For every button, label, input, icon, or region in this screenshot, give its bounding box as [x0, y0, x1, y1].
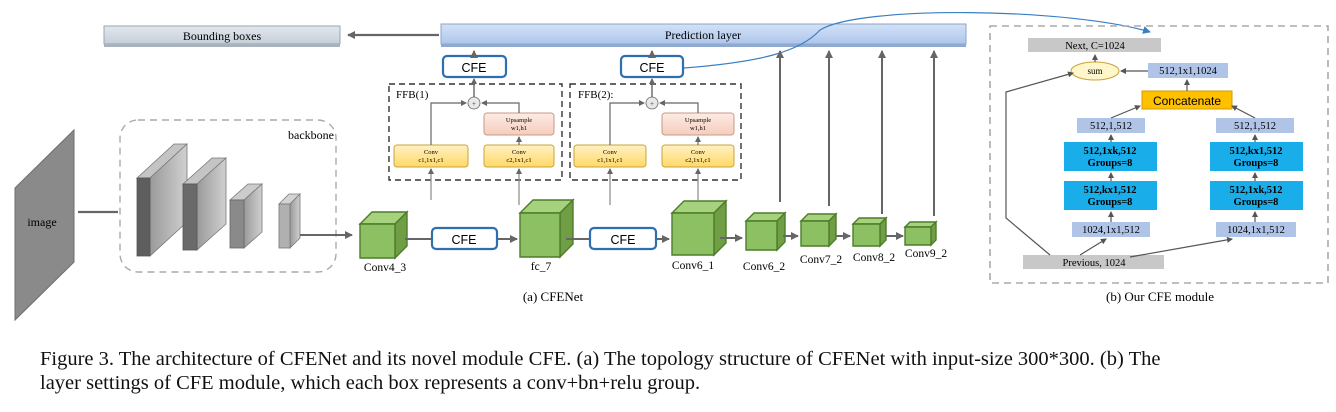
right-g1-l1: 512,kx1,512 [1229, 146, 1282, 157]
label-conv4-3: Conv4_3 [364, 262, 406, 274]
label-conv9-2: Conv9_2 [905, 248, 947, 260]
backbone-slab-2 [181, 157, 228, 251]
ffb-1-up-l1: Upsample [506, 117, 532, 124]
left-g2-l1: 512,kx1,512 [1083, 185, 1136, 196]
left-group-2 [1064, 181, 1157, 210]
label-fc-7: fc_7 [531, 261, 552, 273]
ffb-2-conv1-l2: c1,1x1,c1 [597, 157, 622, 164]
ffb-1-plus-icon: + [472, 100, 476, 108]
feature-map-cubes [358, 198, 938, 260]
cfe-label: CFE [640, 61, 665, 75]
cfenet-figure: Prediction layer Bounding boxes image ba… [14, 11, 1329, 322]
ffb-1-up-l2: w1,h1 [511, 125, 527, 132]
left-1x1-label: 512,1,512 [1090, 121, 1132, 132]
left-1x1-box [1077, 118, 1145, 133]
ffb-2-path-right [659, 100, 699, 113]
image-label: image [27, 215, 56, 229]
caption-line-1: Figure 3. The architecture of CFENet and… [40, 348, 1161, 370]
subcaption-a: (a) CFENet [523, 289, 584, 304]
ffb-2-title: FFB(2): [578, 89, 613, 101]
sum-label: sum [1087, 66, 1102, 76]
left-g1-l2: Groups=8 [1088, 158, 1133, 169]
ffb-1-conv1-l1: Conv [424, 149, 439, 156]
ffb-1: FFB(1) CFE + Conv c1,1x1,c1 Conv c2,1x1,… [388, 50, 563, 205]
next-box [1028, 38, 1161, 52]
right-1x1-box [1216, 118, 1294, 133]
ffb-2-sum-node [645, 96, 659, 110]
previous-label: Previous, 1024 [1063, 258, 1127, 269]
prediction-layer-label: Prediction layer [665, 28, 741, 42]
prediction-layer: Prediction layer [440, 23, 967, 47]
cube-conv8-2 [851, 216, 888, 248]
ffb-2-up-l1: Upsample [685, 117, 711, 124]
right-g1-l2: Groups=8 [1234, 158, 1279, 169]
ffb-2-conv2-l2: c2,1x1,c1 [685, 157, 710, 164]
cfe-label: CFE [452, 233, 477, 247]
right-input-box [1216, 222, 1296, 237]
left-g2-l2: Groups=8 [1088, 197, 1133, 208]
backbone-slab-1 [135, 143, 189, 257]
right-group-1 [1210, 142, 1303, 171]
right-group-2 [1210, 181, 1303, 210]
prev-to-left-arrow [1079, 238, 1107, 256]
ffb-1-sum-node [467, 96, 481, 110]
concatenate-label: Concatenate [1153, 94, 1221, 108]
ffb-1-conv2-l1: Conv [512, 149, 527, 156]
left-input-label: 1024,1x1,512 [1082, 225, 1140, 236]
label-conv6-2: Conv6_2 [743, 261, 785, 273]
ffb-2-up-l2: w1,h1 [690, 125, 706, 132]
cfe-box-bottom-1: CFE [430, 226, 499, 251]
shortcut-arrow [1005, 71, 1074, 256]
ffb-2: FFB(2): CFE + Conv c1,1x1,c1 Conv c2,1x1… [569, 50, 742, 205]
left-g1-l1: 512,1xk,512 [1083, 146, 1136, 157]
cfe-label: CFE [611, 233, 636, 247]
right-g2-l1: 512,1xk,512 [1229, 185, 1282, 196]
cfe-box-bottom-2: CFE [588, 226, 658, 251]
cube-conv6-2 [744, 211, 787, 252]
input-image: image [14, 128, 75, 322]
bounding-boxes-box: Bounding boxes [103, 25, 341, 47]
cube-conv7-2 [799, 212, 838, 248]
cube-fc-7 [518, 198, 575, 259]
right-to-concat-arrow [1231, 105, 1256, 119]
bounding-boxes-label: Bounding boxes [183, 29, 262, 43]
ffb-2-path-left [609, 100, 645, 145]
ffb-1-conv1-l2: c1,1x1,c1 [418, 157, 443, 164]
ffb-2-conv1-l1: Conv [603, 149, 618, 156]
ffb-1-path-right [481, 100, 520, 113]
top-conv-box [1148, 63, 1228, 78]
subcaption-b: (b) Our CFE module [1106, 289, 1214, 304]
cube-conv4-3 [358, 210, 409, 260]
caption-line-2: layer settings of CFE module, which each… [40, 372, 701, 394]
backbone-group: backbone [119, 119, 353, 273]
left-to-concat-arrow [1110, 105, 1141, 119]
right-input-label: 1024,1x1,512 [1227, 225, 1285, 236]
ffb-1-title: FFB(1) [396, 89, 429, 101]
cube-conv9-2 [903, 220, 938, 247]
ffb-2-plus-icon: + [650, 100, 654, 108]
top-conv-label: 512,1x1,1024 [1159, 66, 1218, 77]
ffb-1-conv2-l2: c2,1x1,c1 [506, 157, 531, 164]
figure-caption: Figure 3. The architecture of CFENet and… [40, 347, 1310, 395]
previous-box [1023, 255, 1164, 269]
left-input-box [1072, 222, 1150, 237]
cube-conv6-1 [670, 199, 728, 257]
left-group-1 [1064, 142, 1157, 171]
backbone-slab-4 [278, 193, 301, 249]
module-link-arrow [683, 11, 1151, 69]
backbone-slab-3 [228, 183, 264, 249]
next-label: Next, C=1024 [1065, 41, 1125, 52]
right-1x1-label: 512,1,512 [1234, 121, 1276, 132]
cfe-label: CFE [462, 61, 487, 75]
ffb-1-path-left [430, 100, 467, 145]
cfe-module-panel: Next, C=1024 sum 512,1x1,1024 Concatenat… [989, 25, 1329, 284]
ffb-2-conv2-l1: Conv [691, 149, 706, 156]
label-conv7-2: Conv7_2 [800, 254, 842, 266]
backbone-label: backbone [288, 128, 334, 142]
prev-to-right-arrow [1129, 236, 1233, 258]
label-conv8-2: Conv8_2 [853, 252, 895, 264]
label-conv6-1: Conv6_1 [672, 260, 714, 272]
right-g2-l2: Groups=8 [1234, 197, 1279, 208]
